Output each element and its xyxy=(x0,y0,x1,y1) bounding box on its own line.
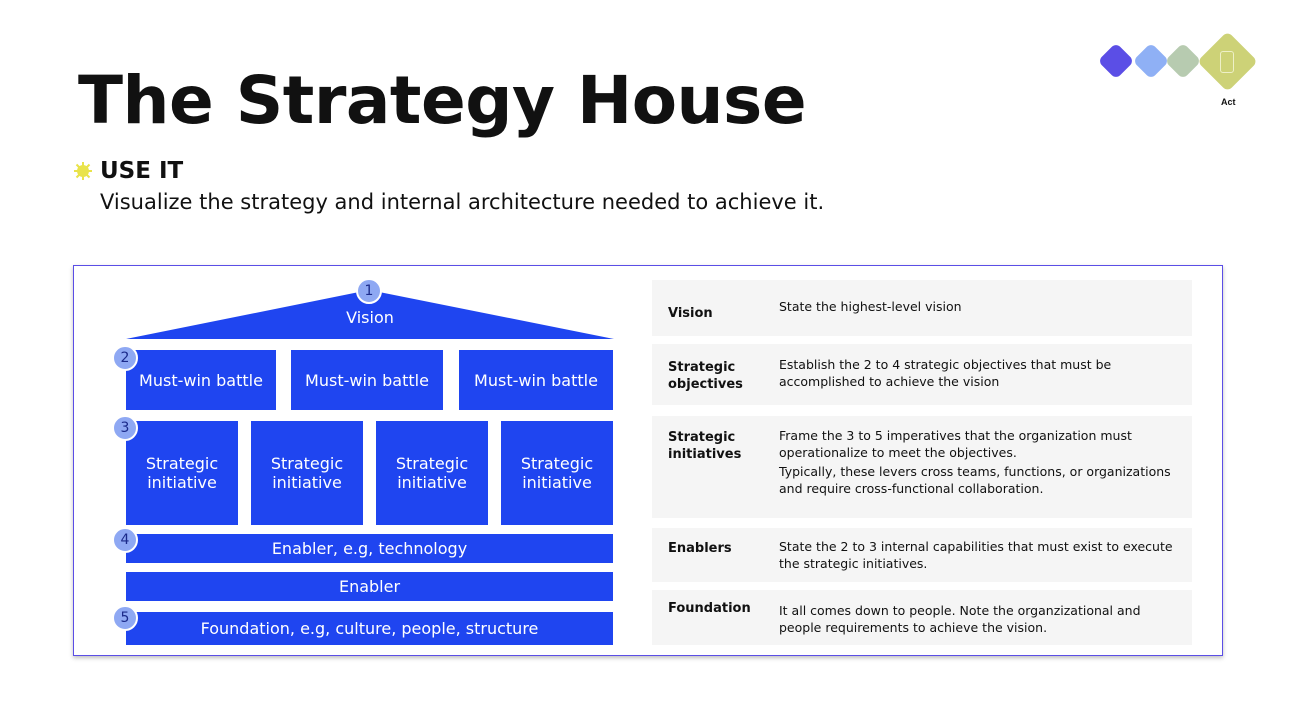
row-label: Strategic initiatives xyxy=(668,430,742,462)
foundation: Foundation, e.g, culture, people, struct… xyxy=(126,612,613,645)
table-row-initiatives: Strategic initiatives Frame the 3 to 5 i… xyxy=(652,416,1192,518)
sun-bullet-icon xyxy=(74,162,92,180)
logo-diamond-1 xyxy=(1097,42,1135,80)
row-label: Enablers xyxy=(668,541,732,556)
page-title: The Strategy House xyxy=(78,62,807,139)
must-win-battle: Must-win battle xyxy=(126,350,276,410)
row-description: State the highest-level vision xyxy=(779,299,962,314)
section-subtitle: Visualize the strategy and internal arch… xyxy=(100,190,825,214)
row-description: It all comes down to people. Note the or… xyxy=(779,603,1141,635)
vision-label: Vision xyxy=(346,308,394,327)
must-win-battle: Must-win battle xyxy=(459,350,613,410)
row-label: Vision xyxy=(668,306,713,321)
strategy-house-card xyxy=(73,265,1223,656)
row-label: Foundation xyxy=(668,601,751,616)
table-row-enablers: Enablers State the 2 to 3 internal capab… xyxy=(652,528,1192,582)
strategic-initiative: Strategic initiative xyxy=(501,421,613,525)
roof-vision xyxy=(126,290,614,339)
badge-3: 3 xyxy=(112,415,138,441)
must-win-battle: Must-win battle xyxy=(291,350,443,410)
enabler: Enabler xyxy=(126,572,613,601)
strategic-initiative: Strategic initiative xyxy=(126,421,238,525)
section-label: USE IT xyxy=(100,158,184,184)
badge-2: 2 xyxy=(112,345,138,371)
table-row-objectives: Strategic objectives Establish the 2 to … xyxy=(652,344,1192,405)
badge-4: 4 xyxy=(112,527,138,553)
logo-diamond-2 xyxy=(1132,42,1170,80)
row-description: State the 2 to 3 internal capabilities t… xyxy=(779,539,1173,571)
row-description: Frame the 3 to 5 imperatives that the or… xyxy=(779,428,1132,460)
strategic-initiative: Strategic initiative xyxy=(251,421,363,525)
logo-diamond-3 xyxy=(1164,42,1202,80)
table-row-foundation: Foundation It all comes down to people. … xyxy=(652,590,1192,645)
row-description-2: Typically, these levers cross teams, fun… xyxy=(779,464,1171,496)
table-row-vision: Vision State the highest-level vision xyxy=(652,280,1192,336)
strategic-initiative: Strategic initiative xyxy=(376,421,488,525)
row-label: Strategic objectives xyxy=(668,360,743,392)
enabler-technology: Enabler, e.g, technology xyxy=(126,534,613,563)
badge-1: 1 xyxy=(356,278,382,304)
logo-caption: Act xyxy=(1221,97,1236,107)
badge-5: 5 xyxy=(112,605,138,631)
traffic-light-icon xyxy=(1220,51,1234,73)
row-description: Establish the 2 to 4 strategic objective… xyxy=(779,357,1112,389)
